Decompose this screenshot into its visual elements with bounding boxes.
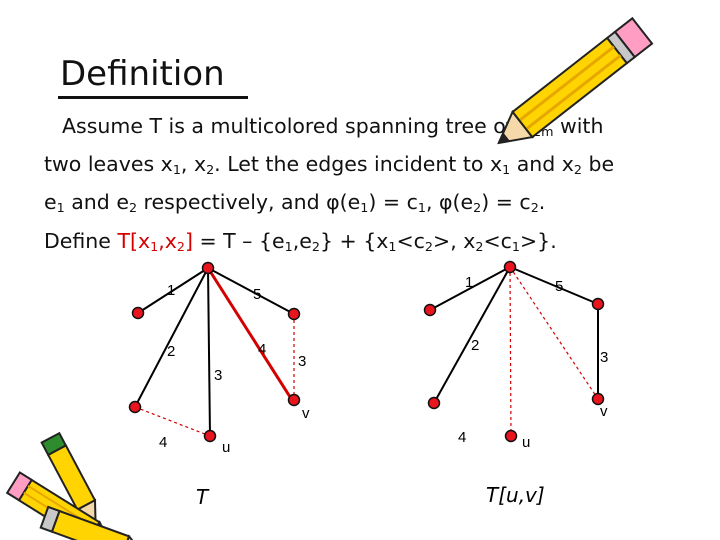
right-vertex-u	[504, 429, 518, 443]
right-edge-label-2: 2	[471, 337, 479, 354]
left-edge-label-4: 4	[258, 341, 266, 358]
right-vertex-label-v: v	[600, 403, 608, 420]
right-dashed-edge-v	[509, 266, 599, 400]
pencil-icon	[497, 16, 654, 145]
left-edge-1	[137, 267, 209, 314]
definition-line-2: two leaves x1, x2. Let the edges inciden…	[44, 152, 615, 178]
left-vertex-v	[287, 393, 301, 407]
right-vertex-root	[503, 260, 517, 274]
definition-line-1: Assume T is a multicolored spanning tree…	[62, 114, 604, 140]
left-edge-5	[207, 267, 295, 315]
left-edge-3	[207, 267, 211, 437]
left-tree-caption: T	[196, 485, 210, 509]
left-vertex-c	[128, 400, 142, 414]
right-vertex-label-4: 4	[458, 429, 466, 446]
left-edge-label-3a: 3	[214, 367, 222, 384]
left-vertex-u	[203, 429, 217, 443]
pencils-icon	[5, 431, 145, 540]
left-tree: 1 5 2 4 3 3 v 4 u T	[128, 261, 310, 509]
left-dashed-edge-4	[134, 406, 211, 437]
slide-title: Definition	[60, 54, 225, 94]
right-edge-1	[429, 266, 511, 311]
right-vertex-label-u: u	[522, 434, 530, 451]
left-vertex-root	[201, 261, 215, 275]
tree-notation: T[x1,x2]	[117, 228, 193, 254]
left-edge-label-5: 5	[253, 286, 261, 303]
right-edge-label-3: 3	[600, 349, 608, 366]
right-vertex-b	[591, 297, 605, 311]
left-edge-label-1: 1	[167, 282, 175, 299]
right-edge-label-5: 5	[555, 278, 563, 295]
left-vertex-a	[131, 306, 145, 320]
definition-line-4: Define T[x1,x2] = T – {e1,e2} + {x1<c2>,…	[44, 228, 557, 254]
right-vertex-v	[591, 392, 605, 406]
left-vertex-b	[287, 307, 301, 321]
definition-text: Assume T is a multicolored spanning tree…	[44, 110, 684, 263]
left-edge-label-3b: 3	[298, 353, 306, 370]
right-edge-2	[433, 266, 511, 404]
right-vertex-c	[427, 396, 441, 410]
left-edge-4	[206, 267, 294, 401]
left-vertex-label-v: v	[302, 405, 310, 422]
definition-line-3: e1 and e2 respectively, and φ(e1) = c1, …	[44, 190, 546, 216]
left-edge-2	[134, 267, 209, 408]
right-edge-5	[509, 266, 599, 305]
right-tree: 1 5 2 3 v 4 u T[u,v]	[423, 260, 608, 507]
right-vertex-a	[423, 303, 437, 317]
right-dashed-edge-u	[509, 266, 512, 437]
left-edge-label-2: 2	[167, 343, 175, 360]
left-vertex-label-4: 4	[159, 434, 167, 451]
right-edge-label-1: 1	[465, 274, 473, 291]
right-tree-caption: T[u,v]	[486, 483, 545, 507]
title-underline	[58, 96, 248, 99]
left-vertex-label-u: u	[222, 439, 230, 456]
